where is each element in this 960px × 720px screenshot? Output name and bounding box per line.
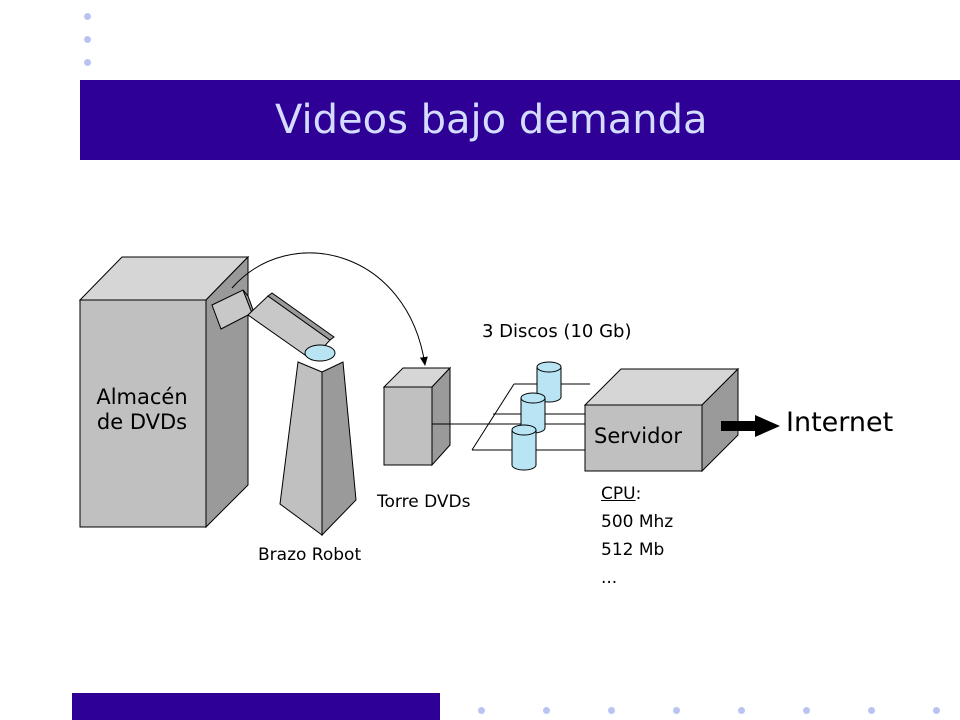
disks-label: 3 Discos (10 Gb) xyxy=(482,321,632,342)
decor-dot xyxy=(84,13,91,20)
robot-lens xyxy=(304,344,336,362)
tower-label: Torre DVDs xyxy=(377,492,471,512)
title-bar xyxy=(80,80,960,160)
disk-platform xyxy=(432,383,590,451)
robot-arm xyxy=(211,289,357,537)
decor-dot xyxy=(933,707,940,714)
server-specs: CPU: 500 Mhz 512 Mb ... xyxy=(601,480,673,592)
server-label: Servidor xyxy=(594,424,682,448)
storage-label: Almacén de DVDs xyxy=(84,385,200,435)
spec-more: ... xyxy=(601,568,618,588)
spec-cpu-label: CPU xyxy=(601,484,636,504)
spec-clock: 500 Mhz xyxy=(601,512,674,532)
storage-box xyxy=(78,255,250,529)
disk-cylinder xyxy=(511,424,537,471)
decor-dot xyxy=(84,36,91,43)
slide-title: Videos bajo demanda xyxy=(275,97,708,143)
decor-dot xyxy=(543,707,550,714)
spec-cpu-colon: : xyxy=(635,484,642,504)
decor-dot xyxy=(868,707,875,714)
internet-arrow xyxy=(721,415,780,437)
transfer-arrow xyxy=(231,252,428,366)
disk-cylinder xyxy=(536,361,562,403)
internet-label: Internet xyxy=(786,407,894,438)
decor-dot xyxy=(478,707,485,714)
decor-dot xyxy=(608,707,615,714)
decor-dot xyxy=(673,707,680,714)
decor-dot xyxy=(803,707,810,714)
footer-bar xyxy=(72,693,440,720)
decor-dot xyxy=(738,707,745,714)
decor-dot xyxy=(84,59,91,66)
spec-cpu: CPU: xyxy=(601,480,673,508)
storage-label-line2: de DVDs xyxy=(96,410,188,435)
server-box xyxy=(583,367,740,473)
storage-label-line1: Almacén xyxy=(96,385,188,409)
dvd-tower xyxy=(382,366,452,467)
spec-memory: 512 Mb xyxy=(601,540,665,560)
robot-label: Brazo Robot xyxy=(258,545,362,565)
